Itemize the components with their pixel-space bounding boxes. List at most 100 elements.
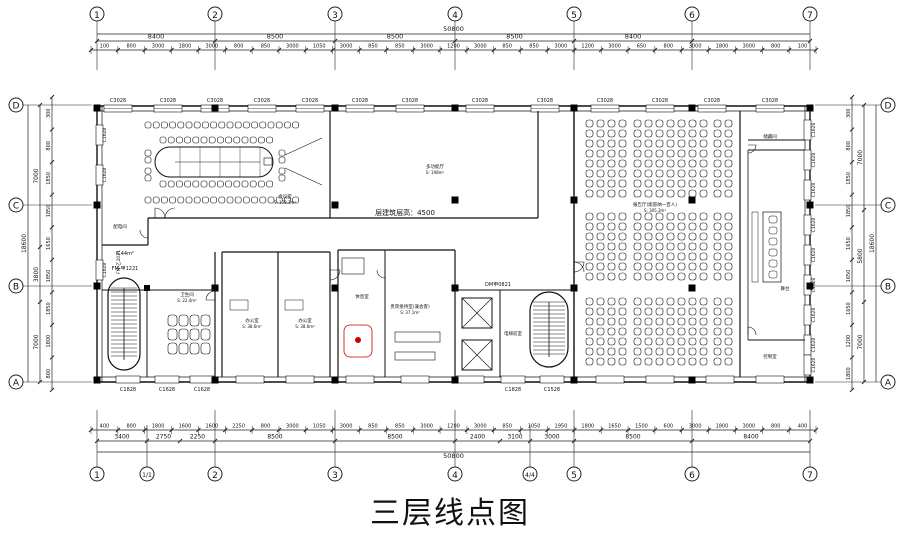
seat: [644, 307, 653, 316]
seat: [607, 272, 616, 281]
room-label: 控制室: [763, 353, 777, 360]
seat: [607, 179, 616, 188]
chair: [266, 180, 273, 188]
seat: [644, 159, 653, 168]
stage-chair: [768, 237, 778, 246]
seat: [644, 242, 653, 251]
dim-top-seg-label: 850: [529, 44, 539, 50]
seat: [607, 242, 616, 251]
seat: [633, 297, 642, 306]
axis-label: 1: [94, 471, 100, 481]
seat: [618, 242, 627, 251]
dim-left-seg-label: 1850: [46, 205, 52, 218]
seat: [713, 297, 722, 306]
seat: [699, 317, 708, 326]
east-stair: [529, 291, 569, 368]
seat: [724, 337, 733, 346]
dim-top-bay-label: 8500: [387, 33, 404, 41]
seat: [585, 119, 594, 128]
seat: [607, 307, 616, 316]
chair: [284, 121, 291, 129]
door-swing: [329, 269, 341, 281]
seat: [677, 232, 686, 241]
seat: [618, 252, 627, 261]
dim-top-seg-label: 100: [798, 44, 808, 50]
window-south: [189, 375, 215, 384]
dim-left-bay-label: 7000: [33, 168, 40, 183]
toilet-fixture: [167, 342, 178, 355]
door-swing: [747, 326, 757, 336]
window-tag: C1628: [811, 358, 817, 373]
seat: [677, 169, 686, 178]
seat: [699, 262, 708, 271]
seat: [724, 357, 733, 366]
window-south: [455, 375, 485, 384]
dim-bottom-seg-label: 1800: [152, 424, 165, 430]
dim-right-seg-tick: [849, 257, 855, 263]
dim-left-seg-tick: [49, 127, 55, 132]
seat: [666, 212, 675, 221]
seat: [677, 357, 686, 366]
walls: [93, 104, 814, 384]
dim-bottom-bay-tick: [497, 438, 503, 444]
dim-top-seg-label: 1200: [581, 44, 594, 50]
chair: [284, 196, 291, 204]
seat: [644, 357, 653, 366]
dim-right-seg-tick: [849, 387, 855, 393]
chair: [202, 196, 209, 204]
toilet-fixture: [189, 314, 200, 327]
sofa: [394, 331, 441, 343]
seat: [585, 327, 594, 336]
seat: [655, 307, 664, 316]
window-east: [803, 244, 812, 266]
seat: [713, 337, 722, 346]
room-label: 办公室: [245, 317, 259, 324]
window-tag: C1628: [811, 338, 817, 353]
seat: [618, 337, 627, 346]
seat: [655, 347, 664, 356]
seat: [655, 242, 664, 251]
column: [144, 285, 150, 291]
axis-label: D: [885, 102, 892, 112]
chair: [292, 196, 299, 204]
seat: [633, 272, 642, 281]
seat: [699, 189, 708, 198]
seat: [618, 189, 627, 198]
seat: [607, 189, 616, 198]
seat: [688, 212, 697, 221]
stair-outline: [529, 291, 569, 368]
seat: [724, 139, 733, 148]
seat: [585, 252, 594, 261]
seat: [618, 297, 627, 306]
room-area: S: 305.3m²: [644, 208, 667, 213]
column: [331, 201, 339, 209]
room-area: S: 138.3m²: [274, 200, 297, 205]
chair: [184, 180, 191, 188]
seat: [724, 169, 733, 178]
column: [806, 376, 814, 384]
dim-bottom-seg-label: 800: [261, 424, 271, 430]
seat: [699, 119, 708, 128]
seat: [666, 252, 675, 261]
chair: [152, 121, 160, 129]
seat: [607, 337, 616, 346]
window-tag: C3028: [160, 98, 176, 104]
dim-top-seg-label: 850: [395, 44, 405, 50]
dim-right-seg-tick: [849, 159, 855, 165]
seat: [699, 222, 708, 231]
chair: [185, 121, 193, 129]
seat: [699, 347, 708, 356]
seat: [713, 307, 722, 316]
seat: [596, 307, 605, 316]
seat: [688, 222, 697, 231]
table: [394, 351, 436, 361]
window-south: [539, 375, 565, 384]
toilet-fixture: [200, 342, 211, 355]
seat: [677, 212, 686, 221]
column: [688, 196, 696, 204]
window-tag: C3028: [402, 98, 418, 104]
seat: [596, 189, 605, 198]
chair: [193, 196, 201, 204]
column: [93, 376, 101, 384]
